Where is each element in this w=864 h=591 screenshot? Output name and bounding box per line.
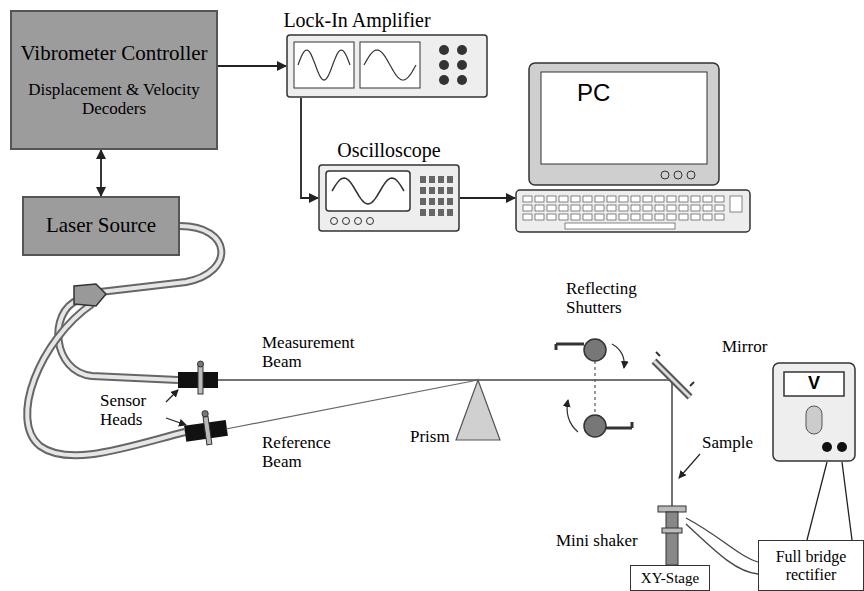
node-title: Laser Source	[46, 214, 156, 237]
beam-label: Reference Beam	[262, 434, 362, 471]
computer: PC	[515, 62, 751, 234]
signal-arrow	[218, 65, 286, 67]
signal-arrow	[100, 150, 102, 196]
reflecting-shutter	[556, 339, 632, 437]
node-title: PC	[577, 80, 610, 106]
node-title: XY-Stage	[641, 570, 699, 587]
node-title: Lock-In Amplifier	[246, 9, 468, 31]
lock-in-amplifier: Lock-In Amplifier	[286, 34, 488, 98]
node-subtitle: Displacement & Velocity Decoders	[18, 81, 210, 118]
sensor-head	[182, 408, 228, 448]
part-label: Mirror	[722, 338, 792, 357]
beam-label: Measurement Beam	[262, 334, 374, 371]
controller-box: Vibrometer ControllerDisplacement & Velo…	[10, 10, 218, 150]
lock-in-amplifier-outline	[286, 34, 488, 98]
mirror-symbol	[654, 352, 694, 397]
fiber-coupler	[74, 284, 106, 306]
node-title: V	[784, 372, 844, 396]
signal-arrow	[301, 98, 318, 198]
part-label: Sample	[702, 434, 772, 453]
laser-source-box: Laser Source	[22, 196, 180, 256]
optical-fiber	[27, 226, 221, 455]
part-label: Prism	[410, 428, 456, 447]
reference-beam	[226, 380, 478, 429]
voltmeter: V	[772, 362, 856, 462]
part-label: Mini shaker	[556, 532, 656, 551]
node-title: Full bridge rectifier	[765, 548, 857, 583]
measurement-beam	[671, 380, 673, 508]
mini-shaker	[658, 506, 686, 565]
leader-line	[679, 454, 700, 478]
sensor-head	[178, 361, 218, 394]
xy-stage-box: XY-Stage	[630, 565, 710, 591]
computer-outline	[515, 62, 751, 234]
part-label: Reflecting Shutters	[566, 280, 666, 317]
node-title: Vibrometer Controller	[20, 42, 207, 65]
part-label: Sensor Heads	[100, 392, 164, 429]
wire	[807, 462, 852, 540]
node-title: Oscilloscope	[308, 139, 470, 161]
measurement-beam	[218, 379, 672, 381]
leader-line	[166, 418, 186, 425]
signal-arrow	[460, 197, 515, 199]
leader-line	[166, 390, 178, 402]
rectifier-box: Full bridge rectifier	[758, 540, 864, 591]
oscilloscope-outline	[318, 164, 460, 232]
prism-symbol	[456, 380, 500, 440]
oscilloscope: Oscilloscope	[318, 164, 460, 232]
